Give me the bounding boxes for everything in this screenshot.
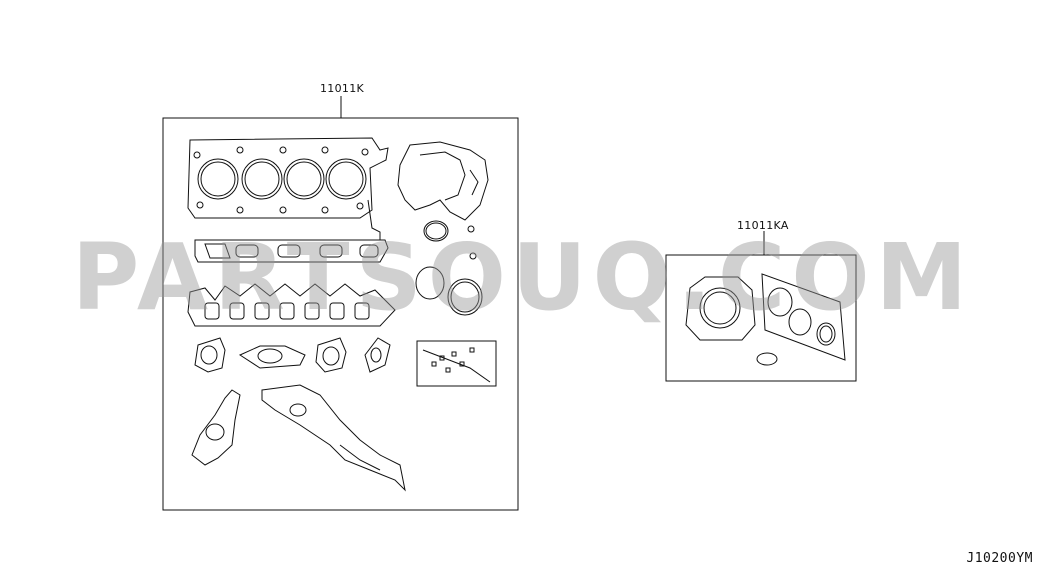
o-rings[interactable] <box>415 220 483 316</box>
heat-shield[interactable] <box>261 384 406 492</box>
main-kit-box <box>162 96 519 511</box>
sub-kit-box <box>665 231 857 382</box>
front-seal-components[interactable] <box>756 273 846 366</box>
timing-cover-gasket[interactable] <box>397 141 489 221</box>
reference-code: J10200YM <box>966 551 1033 566</box>
cylinder-head-gasket[interactable] <box>187 137 389 240</box>
rear-seal-retainer[interactable] <box>685 276 756 341</box>
turbo-gasket[interactable] <box>191 389 241 466</box>
sub-kit-label: 11011KA <box>737 219 789 232</box>
intake-manifold-gasket[interactable] <box>194 239 389 263</box>
main-kit-label: 11011K <box>320 82 365 95</box>
bolt-kit-box[interactable] <box>416 340 497 387</box>
exhaust-flange-gaskets[interactable] <box>194 337 391 373</box>
exhaust-manifold-gasket[interactable] <box>187 283 396 327</box>
